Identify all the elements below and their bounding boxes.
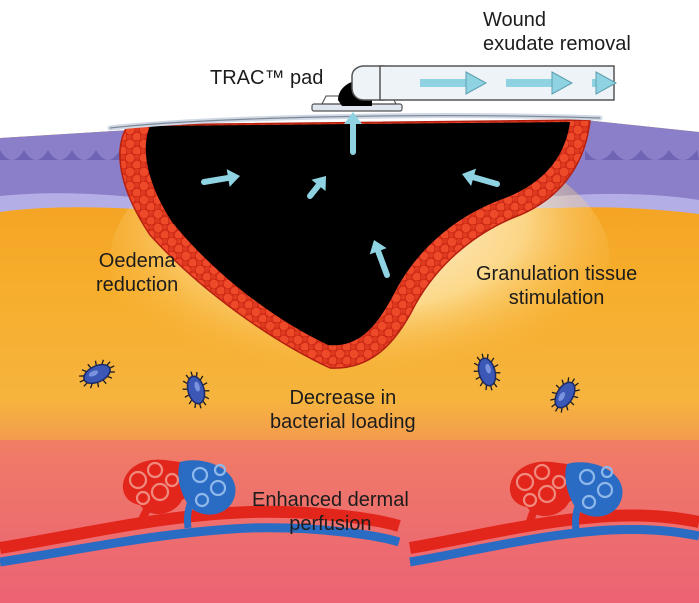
- vein-left: [0, 523, 401, 567]
- tube-flow-arrow: [592, 71, 618, 95]
- wound-exudate-label-line2: exudate removal: [483, 33, 631, 55]
- tube-flow-arrows: [420, 71, 618, 95]
- granulation-label-line1: Granulation tissue: [476, 263, 638, 285]
- bacterial-loading-label-line2: bacterial loading: [270, 411, 416, 433]
- epidermal-ridges-right: [585, 150, 699, 160]
- capillary-loops-blue-left: [191, 463, 227, 508]
- tube-flow-arrow: [420, 71, 488, 95]
- capillary-loops-right: [515, 463, 567, 508]
- trac-pad-label: TRAC™ pad: [210, 67, 324, 89]
- dermal-perfusion-label-line2: perfusion: [289, 513, 372, 535]
- foam-dressing: [145, 122, 571, 346]
- bacterium: [79, 359, 115, 389]
- bacteria-group: [79, 353, 580, 413]
- suction-arrow: [462, 168, 500, 187]
- bacterium: [550, 377, 580, 413]
- oedema-label: Oedema reduction: [96, 249, 178, 297]
- drape-outline: [109, 115, 601, 129]
- vessel-cluster-right: [409, 461, 699, 567]
- tube-flow-arrow: [506, 71, 574, 95]
- vessel-cluster-left: [0, 459, 401, 567]
- epidermal-ridges-left: [0, 150, 130, 160]
- capillary-loops-blue-right: [578, 465, 614, 510]
- negative-pressure-arrows: [201, 112, 500, 278]
- artery-left: [0, 505, 401, 554]
- dermal-perfusion-label-line1: Enhanced dermal: [252, 489, 409, 511]
- suction-arrow: [344, 112, 362, 155]
- granulation-label-line2: stimulation: [508, 287, 605, 309]
- oedema-label-line2: reduction: [96, 274, 179, 296]
- wound-exudate-label: Wound exudate removal: [483, 8, 631, 56]
- capillary-loops-left: [128, 461, 180, 506]
- artery-right: [409, 509, 699, 554]
- vein-right: [409, 524, 699, 567]
- bacterium: [473, 353, 501, 391]
- suction-arrow: [369, 240, 390, 278]
- wound-exudate-label-line1: Wound: [483, 9, 547, 31]
- bacterium: [182, 371, 210, 409]
- oedema-label-line1: Oedema: [98, 250, 176, 272]
- suction-tube: [379, 65, 615, 101]
- bacterial-loading-label-line1: Decrease in: [289, 387, 397, 409]
- granulation-label: Granulation tissue stimulation: [476, 262, 637, 310]
- bacterial-loading-label: Decrease in bacterial loading: [270, 386, 416, 434]
- tube-connector: [351, 65, 385, 101]
- suction-arrow: [307, 176, 326, 199]
- dermal-perfusion-label: Enhanced dermal perfusion: [252, 488, 409, 536]
- suction-arrow: [201, 169, 240, 187]
